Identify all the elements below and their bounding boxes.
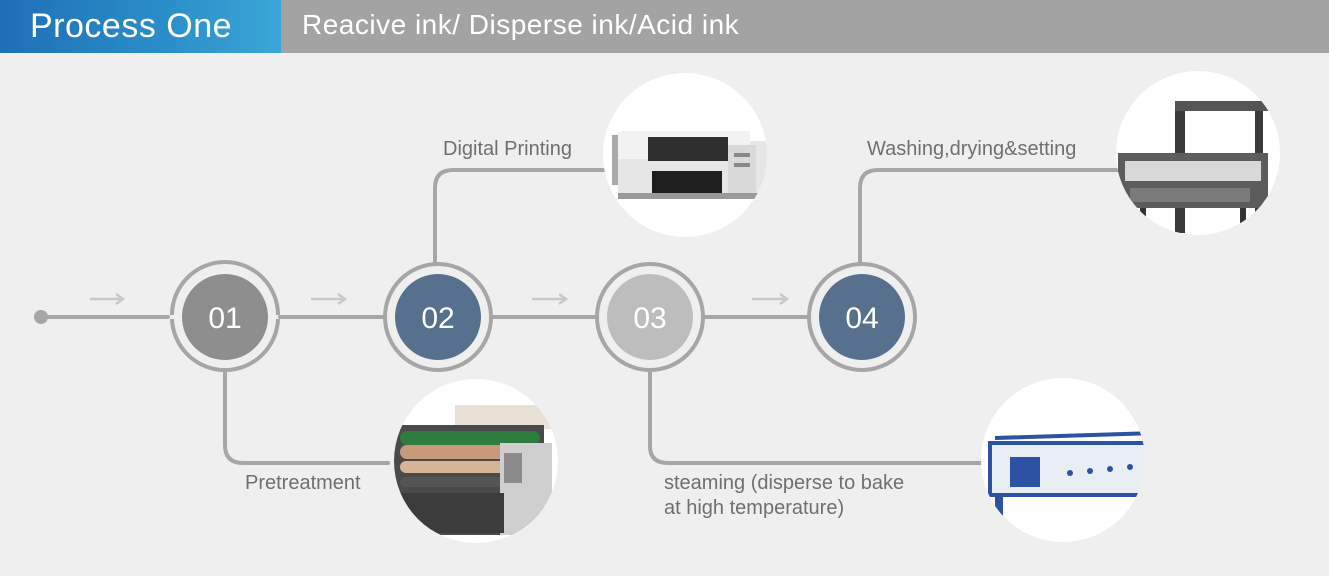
step-04-ring [807, 262, 917, 372]
arrow-icon [752, 292, 790, 306]
step-02-disc [395, 274, 481, 360]
step-04-disc [819, 274, 905, 360]
branch-printing [433, 168, 608, 266]
digital-printer-icon [603, 73, 767, 237]
page-subtitle: Reacive ink/ Disperse ink/Acid ink [302, 9, 740, 40]
washing-machine-icon [1116, 71, 1280, 235]
pretreatment-machine-icon [394, 379, 558, 543]
arrow-icon [532, 292, 569, 306]
flow-arrows [90, 292, 790, 306]
step-02-label: Digital Printing [443, 138, 572, 160]
arrow-icon [90, 292, 126, 306]
step-04 [807, 262, 917, 372]
page-title: Process One [30, 7, 233, 45]
step-04-label: Washing,drying&setting [867, 138, 1077, 160]
header-title-block: Process One [0, 0, 281, 53]
step-01-ring [170, 260, 280, 316]
step-02-ring [383, 262, 493, 372]
step-04-number: 04 [845, 302, 878, 335]
step-01-number: 01 [208, 302, 241, 335]
step-03-label-line1: steaming (disperse to bake [664, 472, 905, 494]
step-01-ring-lower-left [170, 318, 226, 372]
step-02-number: 02 [421, 302, 454, 335]
step-03-disc [607, 274, 693, 360]
step-03-label-line2: at high temperature) [664, 497, 845, 519]
branch-washing [858, 168, 1120, 266]
step-03-number: 03 [633, 302, 666, 335]
step-01-label: Pretreatment [245, 472, 361, 494]
branch-pretreatment [223, 369, 390, 465]
process-flow-svg: 01 02 03 04 [34, 71, 1280, 543]
arrow-icon [311, 292, 348, 306]
step-02 [383, 262, 493, 372]
steamer-machine-icon [981, 378, 1145, 542]
process-diagram: 01 02 03 04 [0, 53, 1329, 576]
branch-steaming [648, 369, 987, 465]
flow-line [34, 168, 1120, 465]
step-03 [595, 262, 705, 372]
step-01-ring-lower [224, 318, 280, 372]
step-03-ring [595, 262, 705, 372]
step-01-disc [182, 274, 268, 360]
step-01 [170, 260, 280, 372]
